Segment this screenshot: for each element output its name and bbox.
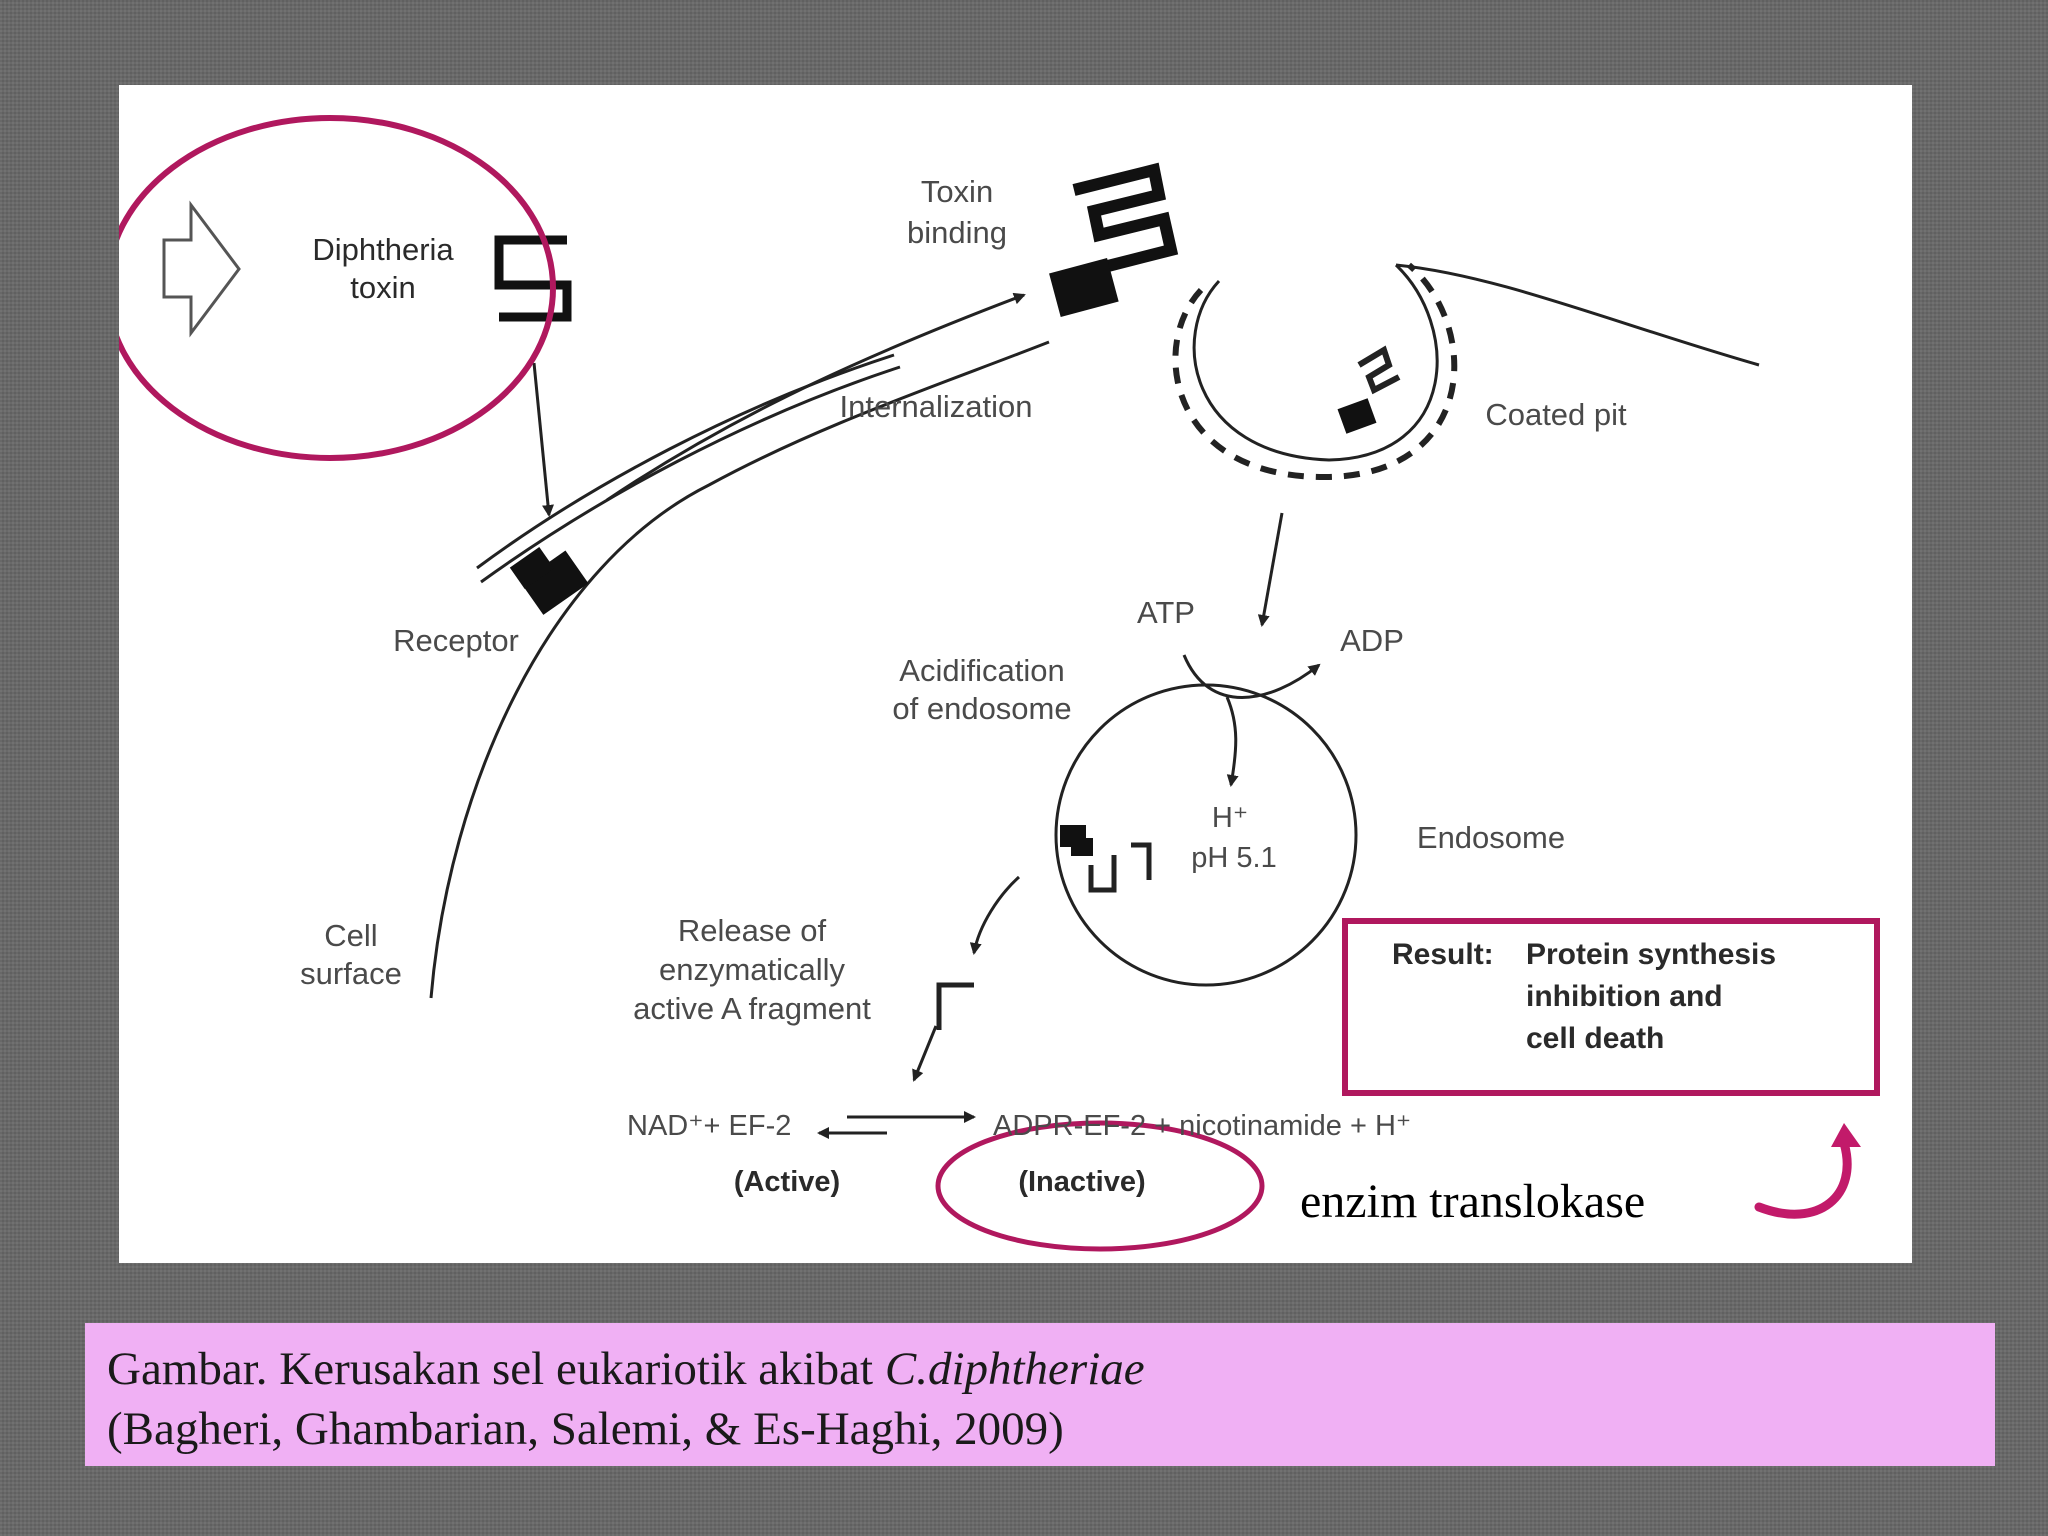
label-receptor: Receptor [393,623,519,658]
result-highlight-box [1342,918,1880,1096]
label-toxin-binding-line1: Toxin [921,174,993,209]
annotation-enzim-translokase: enzim translokase [1300,1175,1645,1228]
label-acidification-line1: Acidification [899,653,1064,688]
curved-pink-arrow-icon [1754,1123,1861,1219]
hollow-arrow-icon [162,200,241,338]
diphtheria-toxin-mechanism-diagram: Diphtheria toxin Toxin binding Internali… [119,115,1880,1252]
label-release-line2: enzymatically [659,952,846,987]
cell-membrane [429,263,1760,999]
label-ph: pH 5.1 [1191,842,1276,874]
label-atp: ATP [1137,595,1195,630]
label-release-line3: active A fragment [633,991,871,1026]
inactive-highlight-ellipse [935,1120,1265,1252]
a-fragment-shape [936,982,974,1030]
receptor-shape [509,547,589,615]
label-h-plus: H⁺ [1212,802,1248,834]
toxin-s-icon [494,235,572,322]
label-toxin-binding-line2: binding [907,215,1007,250]
label-active: (Active) [734,1166,840,1198]
label-acidification-line2: of endosome [892,691,1071,726]
toxin-highlight-ellipse [119,115,556,461]
label-internalization: Internalization [839,389,1032,424]
figure-caption: Gambar. Kerusakan sel eukariotik akibat … [85,1323,1995,1466]
label-diphtheria-line2: toxin [350,270,415,305]
label-coated-pit: Coated pit [1485,397,1627,432]
caption-species: C.diphtheriae [884,1343,1145,1395]
caption-line1: Gambar. Kerusakan sel eukariotik akibat … [107,1339,1971,1399]
label-equation-right: ADPR-EF-2 + nicotinamide + H⁺ [993,1110,1411,1142]
endosome-circle [1054,683,1358,987]
caption-line2: (Bagheri, Ghambarian, Salemi, & Es-Haghi… [107,1403,1064,1455]
label-equation-left: NAD⁺+ EF-2 [627,1110,791,1142]
toxin-binding-shape [1049,162,1179,318]
coated-pit [1172,262,1458,481]
label-endosome: Endosome [1417,820,1565,855]
label-inactive: (Inactive) [1018,1166,1145,1198]
label-adp: ADP [1340,623,1404,658]
label-release-line1: Release of [678,913,827,948]
label-diphtheria-line1: Diphtheria [312,232,454,267]
label-result-line3: cell death [1526,1022,1664,1055]
label-result-line2: inhibition and [1526,980,1723,1013]
pit-toxin-shape [1337,345,1401,434]
caption-line1-text: Gambar. Kerusakan sel eukariotik akibat [107,1343,885,1395]
label-cell-surface-line2: surface [300,956,402,991]
label-result-line1: Protein synthesis [1526,938,1776,971]
label-result: Result: [1392,938,1494,971]
flow-arrows [532,292,1321,1139]
diagram-panel: Diphtheria toxin Toxin binding Internali… [119,85,1912,1263]
label-cell-surface-line1: Cell [324,918,377,953]
